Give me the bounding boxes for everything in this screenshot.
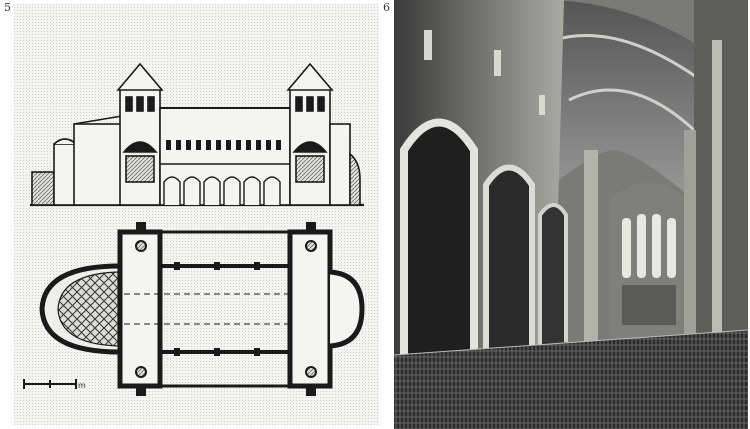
church-elevation xyxy=(30,62,364,207)
nave-interior-photo xyxy=(394,0,748,429)
church-floor-plan xyxy=(39,222,365,396)
scale-bar-unit: m xyxy=(78,381,86,390)
figure-number-6: 6 xyxy=(383,1,390,14)
scale-bar xyxy=(23,379,77,389)
interior-photo-svg xyxy=(394,0,748,429)
architectural-drawings-panel: m xyxy=(14,4,379,425)
figure-number-5: 5 xyxy=(4,1,11,14)
drawings-svg: m xyxy=(14,4,379,425)
apse-windows xyxy=(622,214,676,278)
